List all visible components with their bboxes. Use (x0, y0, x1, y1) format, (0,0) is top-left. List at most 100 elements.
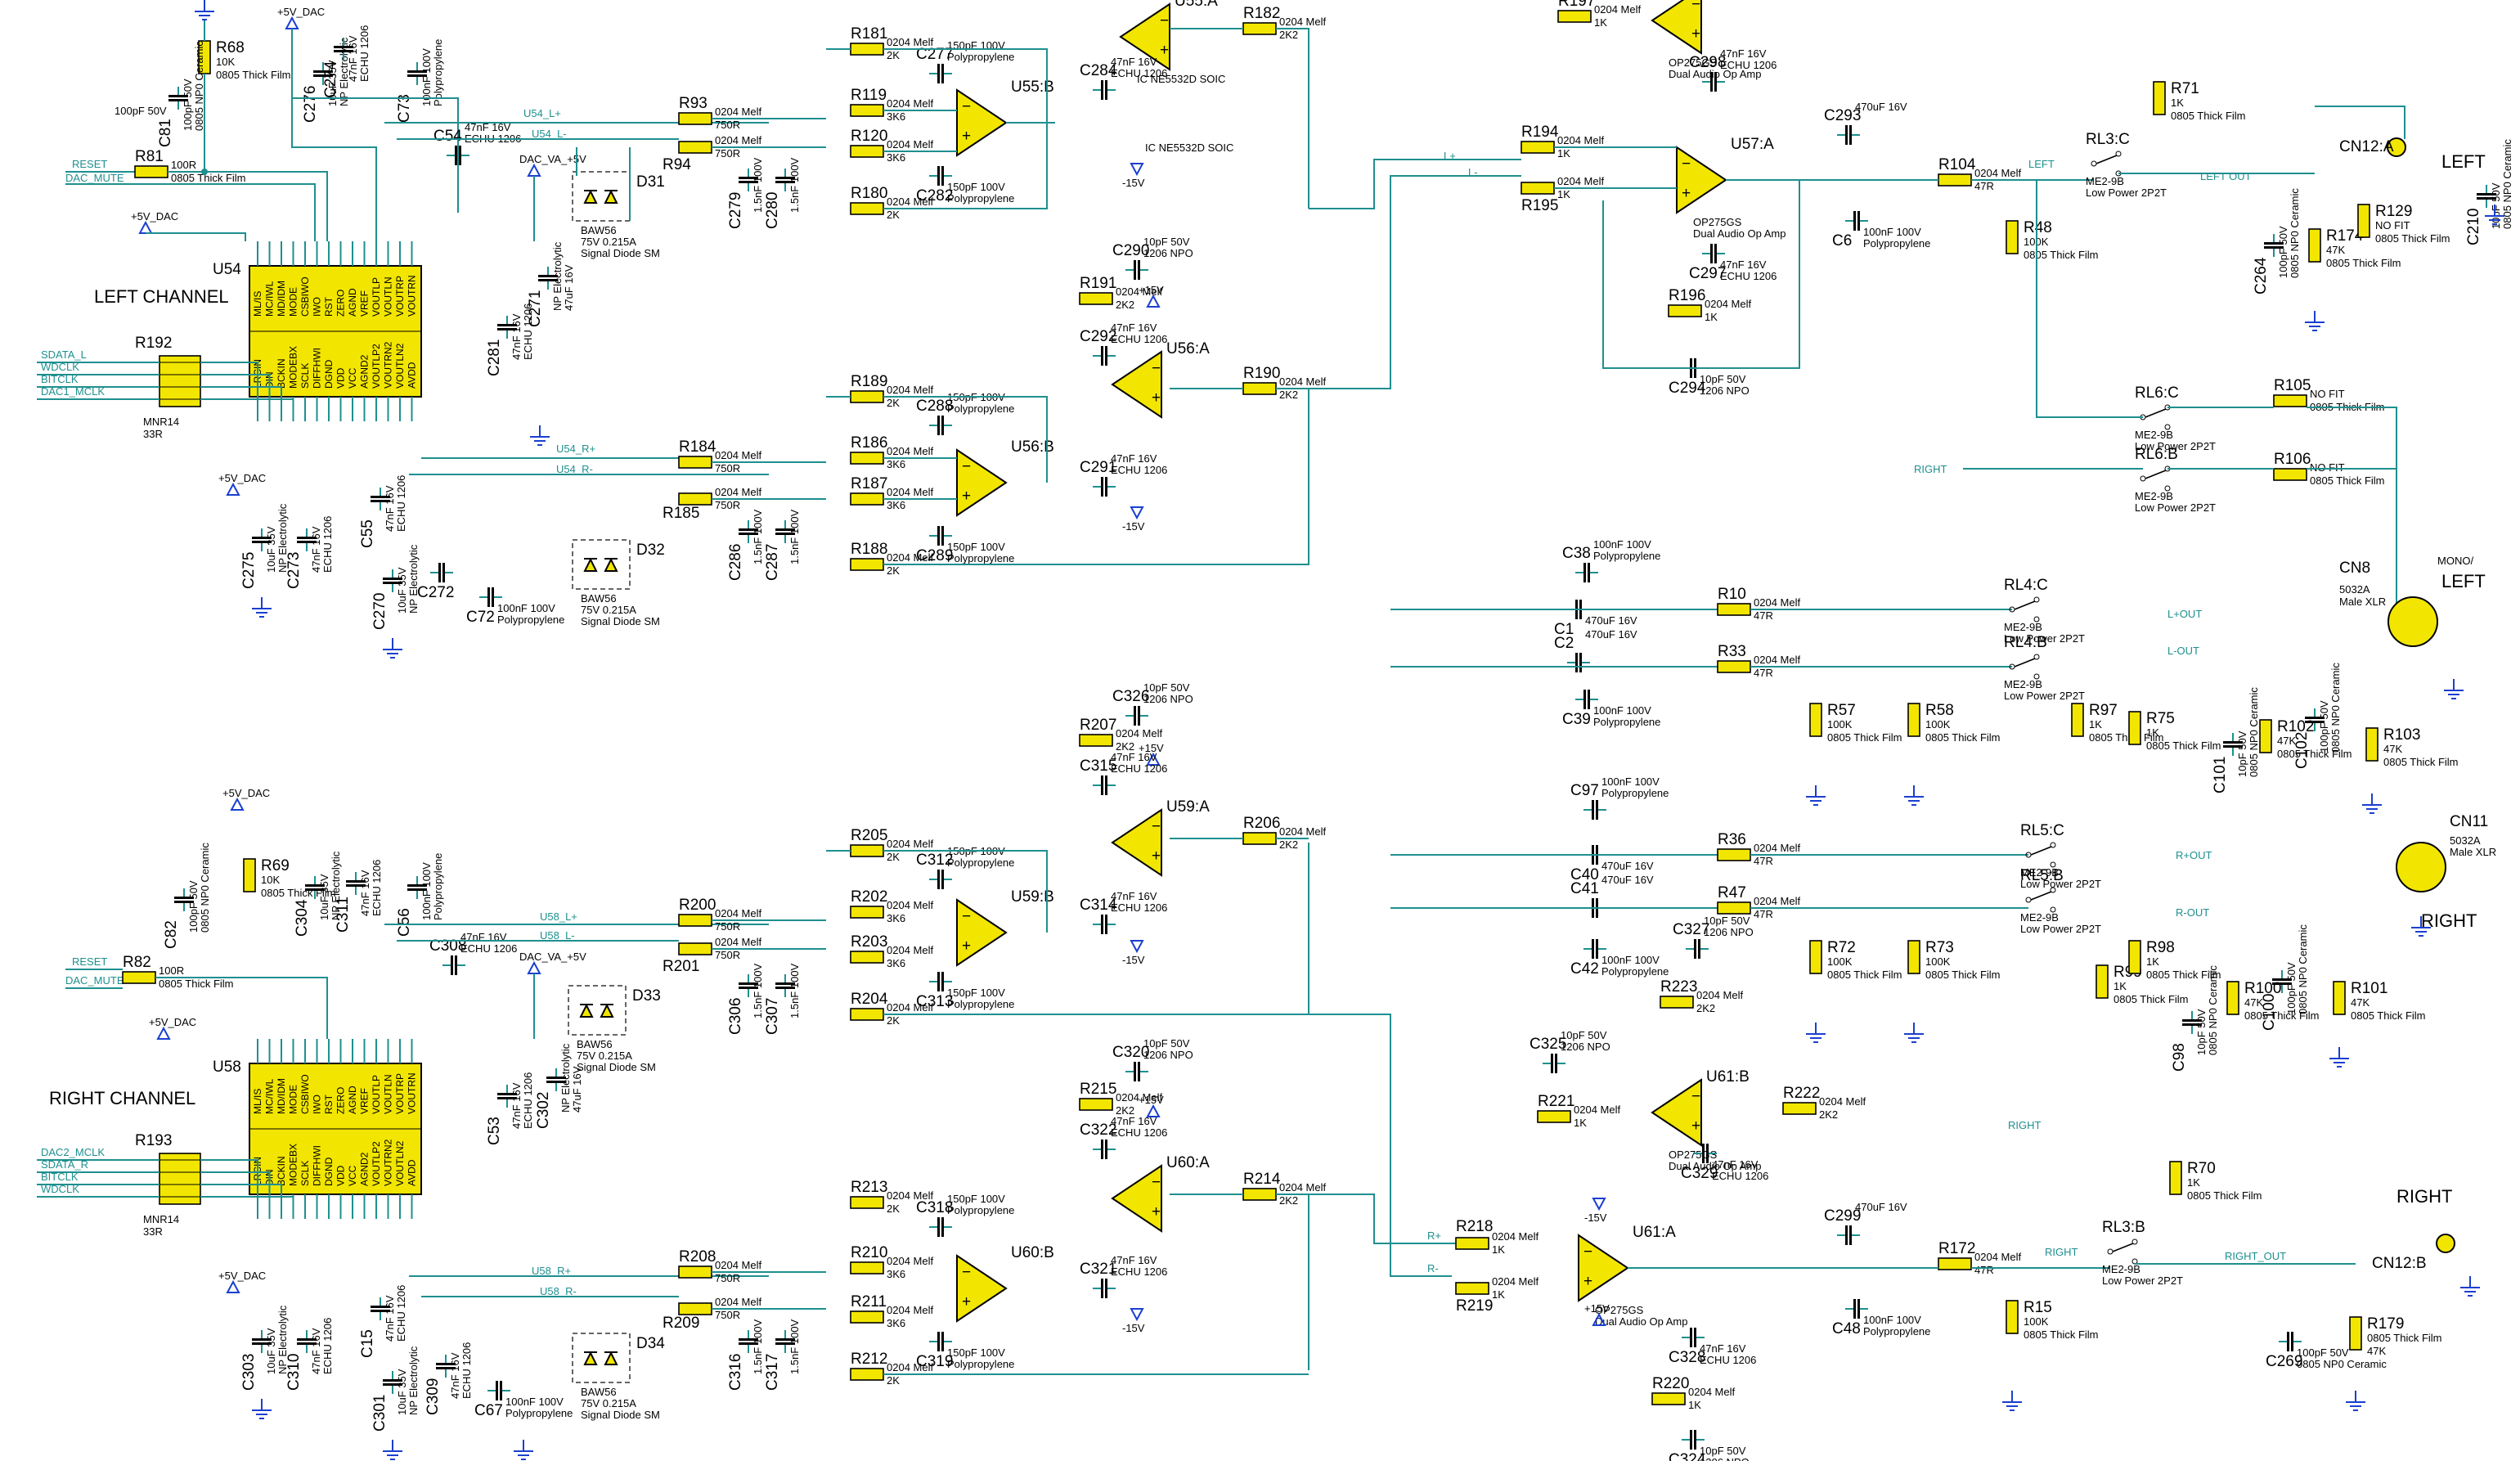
capacitor-value: 47nF 16V (449, 1352, 461, 1399)
resistor-value: 0204 Melf (887, 1361, 933, 1373)
capacitor-desc: Polypropylene (505, 1407, 573, 1419)
capacitor-desc: 1206 NPO (1704, 926, 1754, 938)
resistor-value: NO FIT (2310, 461, 2345, 474)
capacitor-value: 10pF 50V (1143, 1037, 1190, 1050)
chip-pin: AGND2 (359, 1152, 371, 1186)
power-flag: -15V (1122, 506, 1145, 533)
net-label: U58_R+ (532, 1265, 571, 1277)
power-flag: +5V_DAC (218, 472, 266, 496)
capacitor-ref: C38 (1562, 545, 1591, 562)
capacitor-ref: C289 (916, 547, 953, 564)
resistor-ref: R192 (135, 335, 172, 352)
capacitor-ref: C264 (2253, 257, 2270, 294)
capacitor-value: 47nF 16V (347, 35, 359, 82)
capacitor-value: 47nF 16V (359, 870, 371, 916)
ground-symbol (252, 597, 272, 618)
chip-pin: VREF (359, 290, 371, 317)
resistor-desc: 0805 Thick Film (2277, 748, 2352, 760)
resistor-desc: 2K2 (1116, 1104, 1134, 1117)
net-label: SDATA_R (41, 1158, 88, 1171)
net-label: R+ (1427, 1229, 1441, 1242)
diode-desc: Signal Diode SM (581, 615, 660, 627)
capacitor-value: 470uF 16V (1855, 1201, 1907, 1213)
net-label: DAC2_MCLK (41, 1146, 105, 1158)
capacitor-value: 10pF 50V (1561, 1029, 1607, 1041)
capacitor-desc: NP Electrolytic (338, 37, 350, 106)
capacitor-desc: Polypropylene (1601, 787, 1669, 799)
svg-text:−: − (962, 458, 971, 475)
ground-symbol (2305, 311, 2325, 331)
relay-desc: Low Power 2P2T (2135, 440, 2216, 452)
resistor-desc: 0805 Thick Film (2375, 232, 2450, 245)
resistor-value: 0204 Melf (715, 449, 761, 461)
resistor-value: 0204 Melf (887, 196, 933, 208)
capacitor-ref: C315 (1080, 757, 1116, 775)
resistor-ref: R15 (2024, 1299, 2052, 1316)
net-label: RIGHT (2045, 1246, 2078, 1258)
power-label: +5V_DAC (149, 1016, 196, 1028)
opamp-ref: U59:A (1166, 798, 1210, 816)
wire (200, 1159, 258, 1194)
power-label: +5V_DAC (222, 787, 270, 799)
capacitor-desc: Polypropylene (947, 1204, 1014, 1216)
resistor-desc: 2K2 (1116, 299, 1134, 311)
resistor-desc: 2K (887, 564, 900, 577)
resistor-ref: R57 (1827, 702, 1856, 719)
svg-text:+: + (1160, 42, 1169, 59)
chip-pin: AGND (347, 288, 358, 317)
capacitor-desc: Polypropylene (947, 552, 1014, 564)
svg-text:−: − (962, 1264, 971, 1281)
opamp-desc-u55a: IC NE5532D SOIC (1145, 142, 1233, 154)
resistor-value: 100K (2024, 1315, 2049, 1328)
resistor-value: 0204 Melf (1974, 1251, 2021, 1263)
diode-value: BAW56 (577, 1038, 613, 1050)
resistor-ref: R93 (679, 95, 707, 112)
capacitor-value: 100pF 50V (2297, 1346, 2349, 1359)
chip-pin: VCC (347, 1165, 358, 1186)
capacitor-ref: C101 (2212, 757, 2229, 793)
resistor-ref: R36 (1718, 831, 1746, 848)
net-label: LEFT (2028, 158, 2055, 170)
resistor-value: 0204 Melf (1557, 134, 1604, 146)
capacitor-value: 10pF 50V (1143, 681, 1190, 694)
net-label: WDCLK (41, 1183, 79, 1195)
opamp-ref: U60:B (1011, 1244, 1054, 1261)
net-label: U54_R+ (556, 443, 595, 455)
resistor-value: 0204 Melf (1696, 989, 1743, 1001)
capacitor-ref: C284 (1080, 62, 1117, 79)
chip-pin: VOUTLN2 (394, 343, 406, 389)
resistor-desc: 0805 Thick Film (1827, 969, 1902, 981)
opamp-desc: IC NE5532D SOIC (1145, 142, 1233, 154)
capacitor-ref: C270 (371, 593, 389, 630)
opamp-ref: U55:B (1011, 79, 1054, 96)
capacitor-value: 10pF 50V (2490, 182, 2502, 229)
resistor-desc: 2K2 (1279, 389, 1298, 401)
capacitor-desc: NP Electrolytic (407, 1346, 420, 1415)
resistor-ref: R219 (1456, 1297, 1493, 1315)
wire (291, 29, 377, 241)
capacitor-value: 47nF 16V (1720, 258, 1767, 271)
capacitor-desc: ECHU 1206 (460, 942, 517, 955)
power-label: +5V_DAC (131, 210, 178, 223)
resistor-desc: 2K (887, 1014, 900, 1027)
svg-text:−: − (1691, 1088, 1700, 1105)
